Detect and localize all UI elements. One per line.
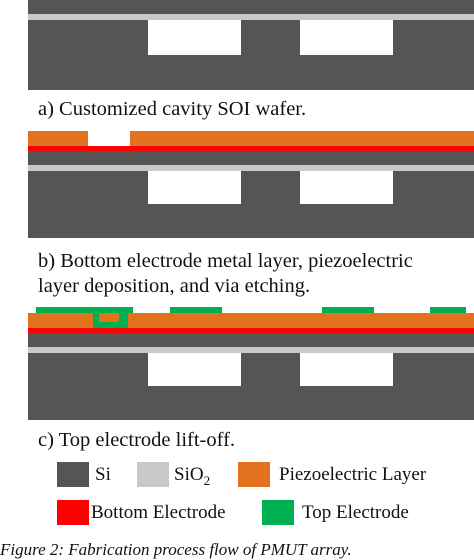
panel-c-via-electrode xyxy=(88,307,133,328)
panel-c-box-layer xyxy=(28,347,474,353)
panel-b-handle-si xyxy=(28,171,474,238)
panel-c-top-si xyxy=(28,333,474,347)
panel-c-wafer xyxy=(28,307,474,420)
legend-label-sio2-sub: 2 xyxy=(203,472,211,488)
panel-b-piezo-right xyxy=(130,131,474,146)
panel-b-cavity-2 xyxy=(300,171,393,204)
panel-b-wafer xyxy=(28,131,474,238)
panel-c-cavity-2 xyxy=(300,353,393,386)
legend-swatch-sio2 xyxy=(137,462,169,487)
panel-a-cavity-2 xyxy=(300,20,393,55)
legend-label-bottom-electrode: Bottom Electrode xyxy=(91,502,226,523)
caption-b-line2: layer deposition, and via etching. xyxy=(38,275,311,297)
legend-label-sio2: SiO2 xyxy=(174,464,210,492)
panel-b-bottom-electrode xyxy=(28,146,474,151)
panel-b-piezo-left xyxy=(28,131,88,146)
panel-b-top-si xyxy=(28,151,474,165)
panel-c-piezo xyxy=(28,313,474,328)
legend-swatch-si xyxy=(57,462,89,487)
legend-swatch-piezo xyxy=(238,462,270,487)
panel-c-top-electrode-1 xyxy=(36,307,88,313)
panel-a-wafer xyxy=(28,0,474,90)
panel-a-box-layer xyxy=(28,14,474,20)
caption-b-line1: b) Bottom electrode metal layer, piezoel… xyxy=(38,250,413,272)
panel-b-cavity-1 xyxy=(148,171,241,204)
panel-c-top-electrode-3 xyxy=(322,307,374,313)
legend-swatch-top-electrode xyxy=(262,500,294,525)
panel-c-cavity-1 xyxy=(148,353,241,386)
figure-caption: Figure 2: Fabrication process flow of PM… xyxy=(0,540,352,559)
legend-label-piezo: Piezoelectric Layer xyxy=(279,464,427,485)
legend-label-top-electrode: Top Electrode xyxy=(302,502,409,523)
panel-c-bottom-electrode xyxy=(28,328,474,333)
panel-c-handle-si xyxy=(28,353,474,420)
panel-a-top-si xyxy=(28,0,474,14)
panel-a-handle-si xyxy=(28,20,474,90)
legend-swatch-bottom-electrode xyxy=(57,500,89,525)
panel-b-box-layer xyxy=(28,165,474,171)
caption-c: c) Top electrode lift-off. xyxy=(38,429,236,451)
panel-a-cavity-1 xyxy=(148,20,241,55)
legend-label-sio2-base: SiO xyxy=(174,464,204,485)
legend-label-si: Si xyxy=(95,464,111,485)
panel-c-top-electrode-2 xyxy=(170,307,222,313)
panel-c-top-electrode-4 xyxy=(430,307,466,313)
caption-a: a) Customized cavity SOI wafer. xyxy=(38,98,307,120)
